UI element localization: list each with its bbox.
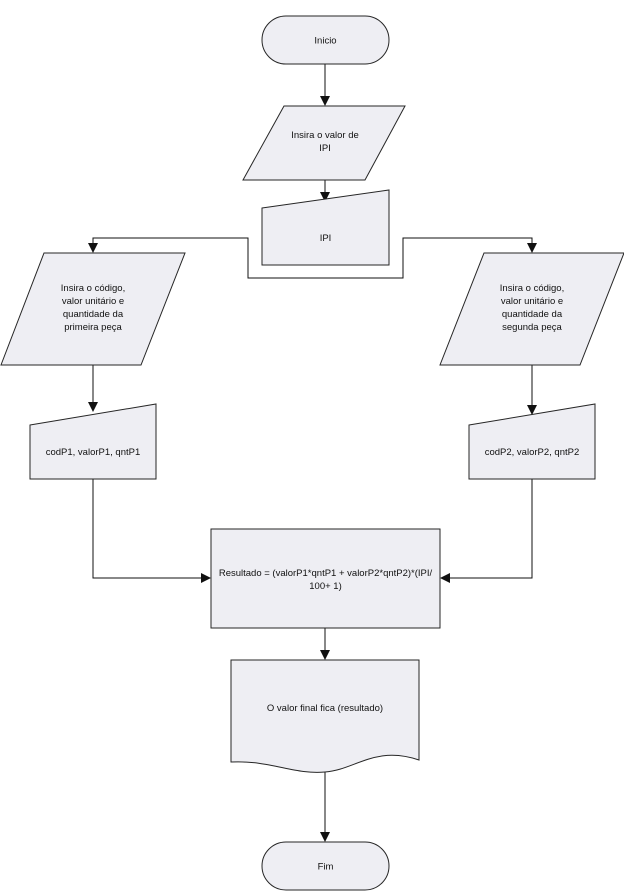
arrowhead-part1-input-to-part1-read — [88, 402, 98, 412]
connectors — [88, 64, 537, 842]
process-label-line-2: 100+ 1) — [309, 581, 342, 592]
read-ipi-node: IPI — [261, 189, 390, 266]
start-label: Inicio — [314, 36, 336, 47]
process-rectangle — [210, 528, 441, 629]
read-ipi-label: IPI — [320, 233, 332, 244]
input-part1-parallelogram — [0, 252, 186, 366]
arrowhead-ipi-read-to-part1-input — [88, 243, 98, 253]
output-node: O valor final fica (resultado) — [230, 659, 420, 773]
input-ipi-node: Insira o valor de IPI — [242, 105, 406, 181]
read-part2-label: codP2, valorP2, qntP2 — [485, 447, 580, 458]
edge-ipi-read-to-part1-input — [92, 237, 249, 265]
read-part2-manual-input — [468, 403, 596, 480]
input-ipi-label-line-1: Insira o valor de — [291, 130, 359, 141]
input-ipi-label-line-2: IPI — [319, 143, 331, 154]
input-part2-label-line-1: Insira o código, — [500, 283, 564, 294]
input-part2-label-line-3: quantidade da — [502, 309, 563, 320]
process-node: Resultado = (valorP1*qntP1 + valorP2*qnt… — [210, 528, 441, 629]
input-part1-label-line-3: quantidade da — [63, 309, 124, 320]
input-part2-parallelogram — [439, 252, 624, 366]
edge-ipi-read-bottom-bracket — [247, 265, 404, 279]
arrowhead-start-to-ipi-input — [320, 96, 330, 106]
read-part1-node: codP1, valorP1, qntP1 — [29, 403, 157, 480]
process-label-line-1: Resultado = (valorP1*qntP1 + valorP2*qnt… — [219, 568, 433, 579]
arrowhead-process-to-output — [320, 650, 330, 660]
arrowhead-part2-input-to-part2-read — [527, 405, 537, 415]
read-part2-node: codP2, valorP2, qntP2 — [468, 403, 596, 480]
arrowhead-output-to-end — [320, 832, 330, 842]
output-document-shape — [230, 659, 420, 773]
edge-part1-read-to-process — [92, 479, 201, 579]
input-part1-node: Insira o código, valor unitário e quanti… — [0, 252, 186, 366]
arrowhead-ipi-input-to-ipi-read — [320, 192, 330, 202]
arrowhead-part2-read-to-process — [440, 573, 450, 583]
read-part1-label: codP1, valorP1, qntP1 — [46, 447, 141, 458]
edge-ipi-read-to-part2-input — [402, 237, 533, 265]
input-part2-label-line-4: segunda peça — [502, 322, 562, 333]
output-label: O valor final fica (resultado) — [267, 703, 383, 714]
start-terminator-shape — [261, 15, 390, 65]
input-ipi-parallelogram — [242, 105, 406, 181]
input-part1-label-line-2: valor unitário e — [62, 296, 124, 307]
input-part1-label-line-4: primeira peça — [64, 322, 122, 333]
input-part2-label-line-2: valor unitário e — [501, 296, 563, 307]
end-label: Fim — [318, 862, 334, 873]
end-node: Fim — [261, 841, 390, 891]
start-node: Inicio — [261, 15, 390, 65]
end-terminator-shape — [261, 841, 390, 891]
read-ipi-manual-input — [261, 189, 390, 266]
input-part2-node: Insira o código, valor unitário e quanti… — [439, 252, 624, 366]
arrowhead-ipi-read-to-part2-input — [527, 243, 537, 253]
read-part1-manual-input — [29, 403, 157, 480]
arrowhead-part1-read-to-process — [201, 573, 211, 583]
input-part1-label-line-1: Insira o código, — [61, 283, 125, 294]
edge-part2-read-to-process — [450, 479, 533, 579]
